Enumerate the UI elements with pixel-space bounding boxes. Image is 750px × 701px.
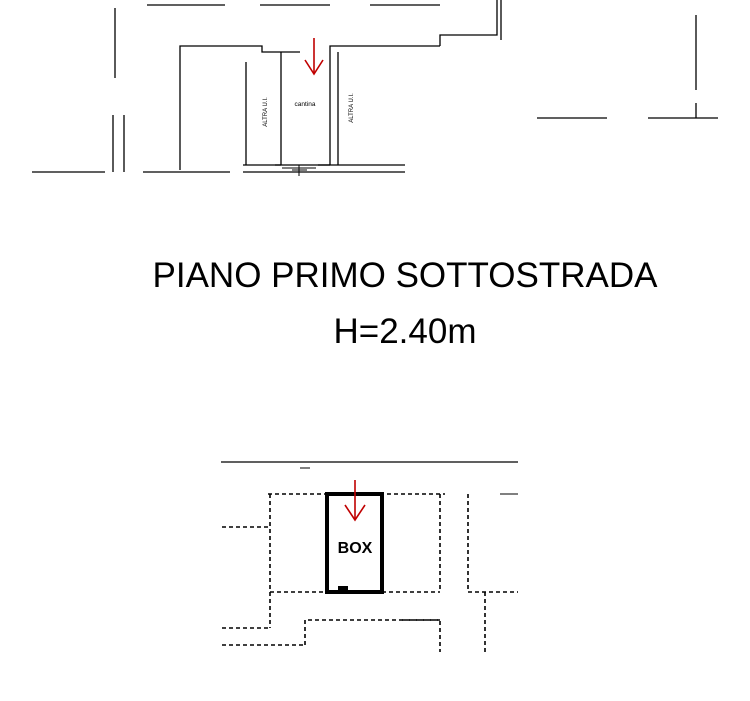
floor-title: PIANO PRIMO SOTTOSTRADA <box>152 256 658 295</box>
neighbor-label-left: ALTRA U.I. <box>263 97 269 127</box>
room-label-box: BOX <box>338 540 373 557</box>
entry-arrow-lower <box>344 480 366 522</box>
upper-floor-plan: cantina ALTRA U.I. ALTRA U.I. <box>32 0 718 176</box>
lower-floor-plan: BOX <box>221 461 518 655</box>
entry-arrow-upper <box>304 38 324 76</box>
neighbor-label-right: ALTRA U.I. <box>349 93 355 123</box>
floor-height-label: H=2.40m <box>333 312 477 351</box>
room-label-cantina: cantina <box>295 101 316 108</box>
